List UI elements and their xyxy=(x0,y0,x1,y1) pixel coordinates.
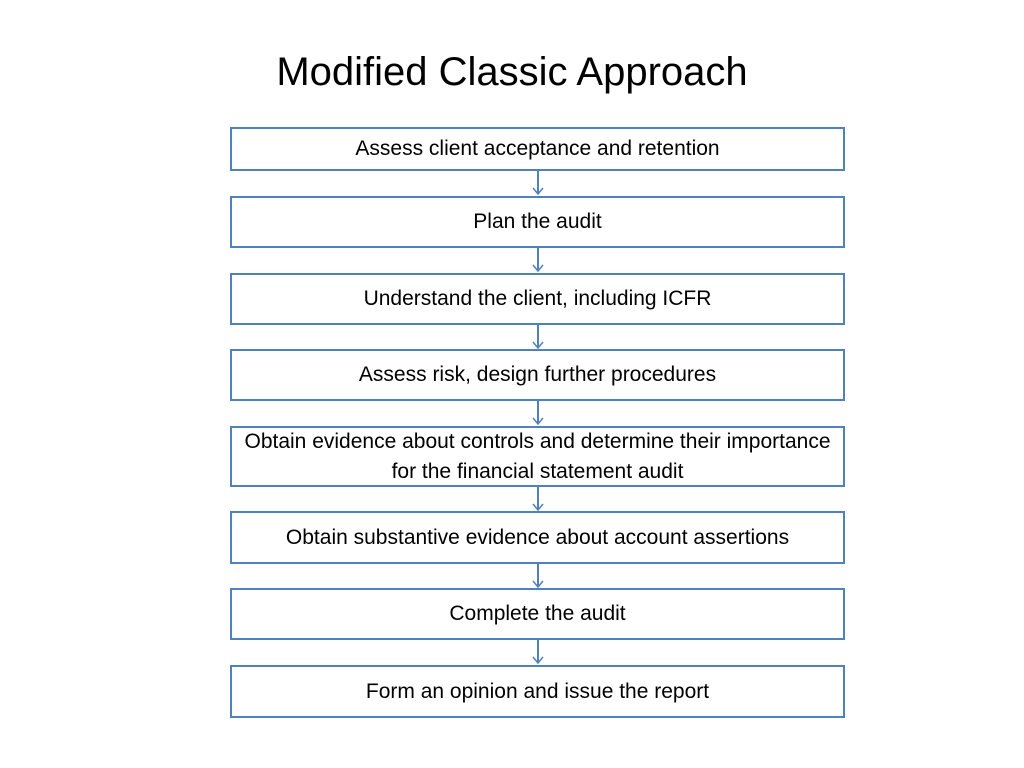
arrow-down-icon xyxy=(532,341,544,349)
arrow-down-icon xyxy=(532,417,544,425)
step-label-7: Complete the audit xyxy=(449,602,626,625)
connector-line-1 xyxy=(537,171,539,193)
arrow-down-icon xyxy=(532,264,544,272)
connector-line-6 xyxy=(537,564,539,586)
slide-title: Modified Classic Approach xyxy=(276,50,748,94)
step-box-8: Form an opinion and issue the report xyxy=(230,665,845,718)
step-box-6: Obtain substantive evidence about accoun… xyxy=(230,511,845,564)
connector-line-3 xyxy=(537,325,539,347)
step-label-3: Understand the client, including ICFR xyxy=(363,287,712,310)
step-box-1: Assess client acceptance and retention xyxy=(230,127,845,171)
step-box-4: Assess risk, design further procedures xyxy=(230,349,845,401)
connector-line-7 xyxy=(537,640,539,662)
step-label-4: Assess risk, design further procedures xyxy=(358,363,717,386)
step-label-6: Obtain substantive evidence about accoun… xyxy=(285,525,790,549)
step-box-7: Complete the audit xyxy=(230,588,845,640)
step-box-2: Plan the audit xyxy=(230,196,845,248)
connector-line-2 xyxy=(537,248,539,270)
arrow-down-icon xyxy=(532,580,544,588)
arrow-down-icon xyxy=(532,656,544,664)
arrow-down-icon xyxy=(532,187,544,195)
step-label-5: Obtain evidence about controls and deter… xyxy=(244,429,831,483)
arrow-down-icon xyxy=(532,503,544,511)
step-label-2: Plan the audit xyxy=(473,210,602,233)
step-box-5: Obtain evidence about controls and deter… xyxy=(230,426,845,487)
step-label-1: Assess client acceptance and retention xyxy=(355,137,720,160)
connector-line-4 xyxy=(537,401,539,423)
step-label-8: Form an opinion and issue the report xyxy=(365,679,710,703)
connector-line-5 xyxy=(537,487,539,509)
step-box-3: Understand the client, including ICFR xyxy=(230,273,845,325)
